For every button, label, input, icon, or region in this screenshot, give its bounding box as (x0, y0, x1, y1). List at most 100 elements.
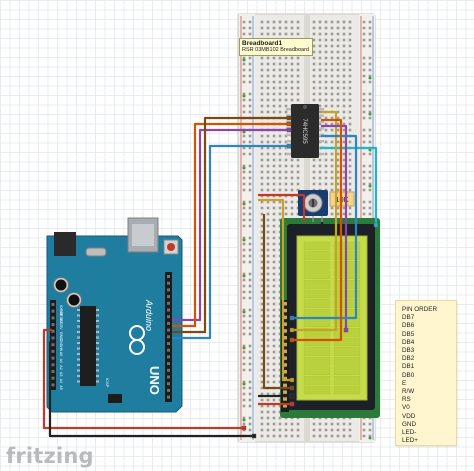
breadboard-hole (362, 92, 366, 96)
breadboard-hole (266, 320, 270, 324)
breadboard-hole (362, 128, 366, 132)
breadboard-hole (348, 152, 352, 156)
breadboard-hole (248, 284, 252, 288)
breadboard-hole (272, 284, 276, 288)
arduino-uno[interactable]: Arduino UNO ICSP IOREFRESET3V35VGNDGNDVI… (46, 217, 183, 413)
breadboard-hole (272, 200, 276, 204)
wire-cyan-top[interactable] (320, 146, 378, 225)
breadboard-hole (272, 56, 276, 60)
rail-marker (242, 274, 246, 278)
wire-black-power[interactable] (48, 340, 254, 438)
power-pin-hole (51, 363, 55, 367)
breadboard-hole (324, 104, 328, 108)
wire-brown-lcd[interactable] (262, 214, 292, 390)
breadboard-hole (266, 104, 270, 108)
breadboard-hole (248, 68, 252, 72)
breadboard-hole (278, 110, 282, 114)
breadboard-hole (272, 92, 276, 96)
power-pin-label: RESET (59, 312, 63, 325)
breadboard-hole (284, 104, 288, 108)
power-pin-hole (51, 303, 55, 306)
breadboard-hole (362, 140, 366, 144)
wire-brown[interactable] (172, 116, 289, 334)
breadboard-hole (278, 104, 282, 108)
power-jack (54, 232, 76, 256)
breadboard-hole (368, 110, 372, 114)
breadboard-hole (362, 176, 366, 180)
breadboard-hole (260, 260, 264, 264)
lcd-char-cell (303, 289, 331, 299)
breadboard-hole (368, 422, 372, 426)
wire-end-cap (251, 433, 257, 439)
breadboard-hole (296, 98, 300, 102)
wire-orange[interactable] (172, 122, 289, 328)
breadboard-hole (266, 278, 270, 282)
digital-header-holes (167, 275, 170, 399)
wire-end-cap (289, 377, 295, 383)
breadboard-hole (336, 428, 340, 432)
breadboard-hole (266, 80, 270, 84)
breadboard-hole (242, 404, 246, 408)
breadboard-hole (248, 296, 252, 300)
breadboard-hole (278, 74, 282, 78)
digital-pin-hole (167, 368, 170, 372)
breadboard-hole (362, 44, 366, 48)
breadboard-hole (368, 104, 372, 108)
wire-orange-b[interactable] (292, 118, 343, 342)
breadboard-hole (260, 284, 264, 288)
atmega-leg (77, 314, 80, 317)
breadboard-hole (330, 32, 334, 36)
breadboard-hole (266, 404, 270, 408)
wire-blue[interactable] (172, 144, 289, 340)
breadboard-hole (368, 188, 372, 192)
breadboard-hole (348, 68, 352, 72)
breadboard-hole (342, 86, 346, 90)
breadboard-hole (242, 308, 246, 312)
digital-pin-hole (167, 321, 170, 325)
breadboard-hole (260, 314, 264, 318)
breadboard-hole (266, 218, 270, 222)
lcd-pin (283, 356, 287, 360)
breadboard-hole (248, 164, 252, 168)
crystal (85, 247, 107, 257)
breadboard-hole (260, 74, 264, 78)
breadboard-hole (362, 152, 366, 156)
wire-gold-a[interactable] (292, 110, 338, 332)
capacitor-1-top (55, 279, 67, 291)
breadboard-hole (272, 170, 276, 174)
breadboard-hole (336, 32, 340, 36)
breadboard-hole (266, 356, 270, 360)
wire-gold-b[interactable] (258, 198, 292, 382)
breadboard-hole (248, 20, 252, 24)
atmega-leg (77, 369, 80, 372)
breadboard-hole (266, 392, 270, 396)
breadboard-hole (336, 74, 340, 78)
breadboard-hole (336, 68, 340, 72)
pin-order-item: DB0 (402, 371, 415, 379)
lcd-char-cell (303, 366, 331, 375)
breadboard-hole (248, 188, 252, 192)
breadboard-hole (272, 182, 276, 186)
shift-register-chip[interactable]: 74HC595 (286, 104, 324, 158)
breadboard-hole (242, 242, 246, 246)
breadboard-hole (330, 140, 334, 144)
breadboard-hole (348, 74, 352, 78)
breadboard-hole (336, 38, 340, 42)
wire-purple[interactable] (172, 128, 289, 322)
power-pin-hole (51, 329, 55, 333)
breadboard-hole (318, 176, 322, 180)
lcd-pin (283, 302, 287, 306)
lcd-pin (283, 370, 287, 374)
breadboard-hole (318, 38, 322, 42)
wire-red-pot[interactable] (258, 193, 306, 222)
wire-purple-b[interactable] (321, 124, 348, 330)
breadboard-hole (330, 128, 334, 132)
breadboard-hole (242, 380, 246, 384)
icsp-header (108, 394, 122, 403)
wire-blue-b[interactable] (292, 134, 358, 320)
breadboard-hole (368, 428, 372, 432)
breadboard-hole (324, 26, 328, 30)
breadboard-hole (312, 32, 316, 36)
pin-order-item: DB5 (402, 330, 415, 338)
wire-red-power[interactable] (42, 328, 244, 430)
